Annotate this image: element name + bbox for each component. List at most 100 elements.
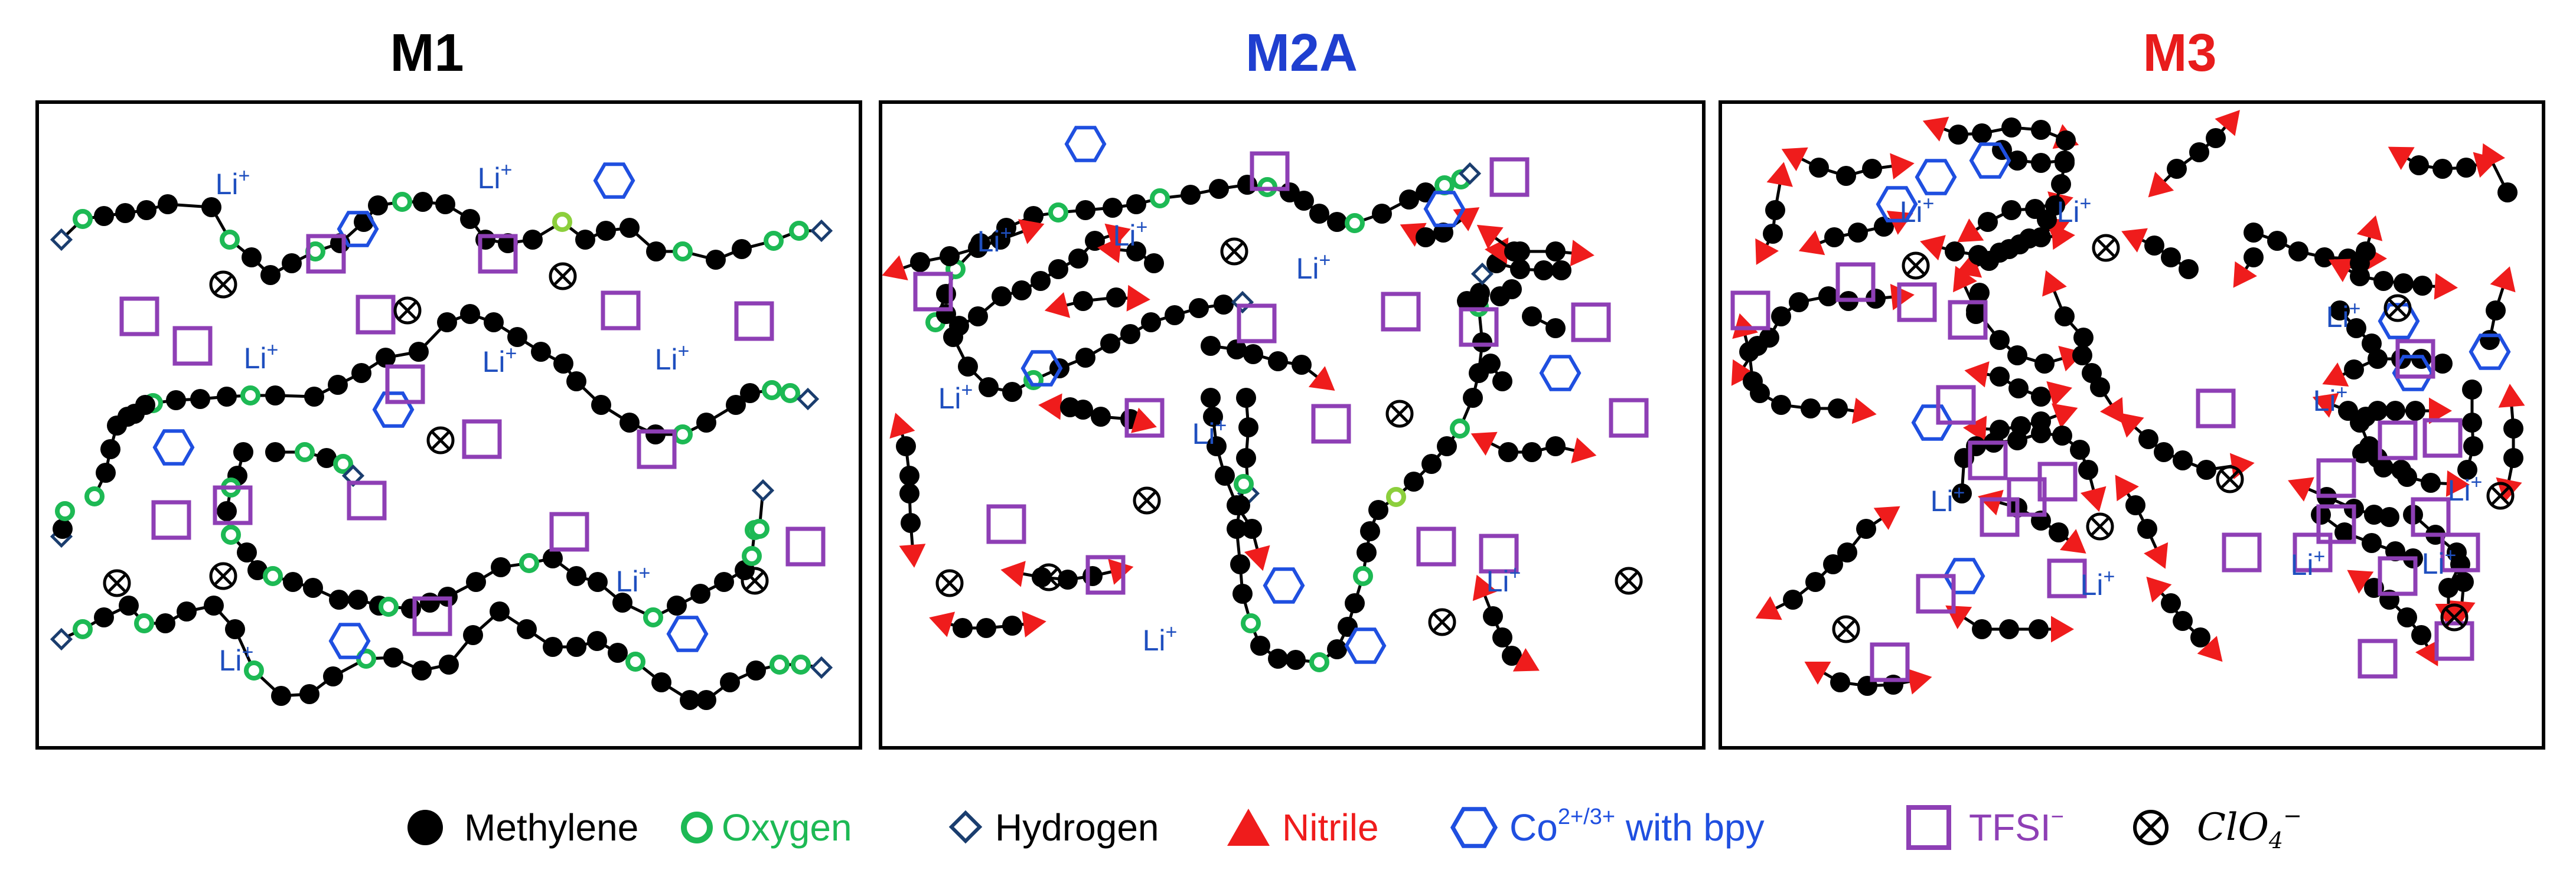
methylene-bead (940, 246, 960, 266)
nitrile-icon (2388, 146, 2415, 170)
nitrile-icon (2042, 270, 2067, 297)
methylene-bead (2055, 153, 2075, 173)
methylene-bead (2073, 328, 2094, 348)
methylene-bead (667, 596, 687, 616)
polymer-chain (2115, 475, 2169, 569)
oxygen-bead (379, 597, 399, 617)
li-ion-label: Li+ (219, 641, 254, 677)
nitrile-icon (1472, 574, 1498, 601)
perchlorate-icon (1832, 615, 1860, 643)
methylene-bead (1492, 627, 1512, 647)
nitrile-icon (1000, 561, 1026, 587)
methylene-bead (645, 424, 666, 444)
methylene-bead (283, 572, 303, 592)
methylene-bead (968, 306, 988, 326)
methylene-bead (2190, 627, 2210, 647)
methylene-bead (901, 513, 921, 533)
hydrogen-icon (50, 627, 73, 651)
perchlorate-cross (2388, 299, 2407, 318)
perchlorate-icon (1035, 563, 1063, 591)
cobalt-complex-icon (152, 429, 195, 466)
methylene-bead (543, 637, 563, 657)
methylene-bead (1862, 159, 1882, 179)
methylene-bead (2486, 300, 2506, 321)
methylene-bead (1492, 371, 1512, 391)
perchlorate-cross (2491, 486, 2510, 505)
methylene-bead (1545, 318, 1566, 338)
perchlorate-cross (553, 267, 572, 286)
methylene-bead (1227, 519, 1247, 539)
methylene-bead (899, 483, 919, 503)
li-ion-label: Li+ (938, 379, 973, 415)
nitrile-icon (1798, 230, 1825, 256)
methylene-bead (1483, 606, 1503, 626)
perchlorate-cross (1225, 242, 1244, 261)
methylene-bead (1227, 339, 1247, 359)
tfsi-icon (1916, 574, 1956, 614)
oxygen-bead (1150, 188, 1170, 208)
methylene-bead (1502, 646, 1522, 666)
cobalt-complex-icon (593, 162, 635, 199)
tfsi-icon (1730, 290, 1770, 331)
methylene-bead (1416, 227, 1436, 247)
perchlorate-cross (1906, 256, 1925, 275)
legend-nitrile-icon (1227, 809, 1270, 846)
methylene-bead (2373, 271, 2394, 291)
nitrile-icon (2146, 576, 2172, 603)
methylene-bead (1189, 298, 1209, 318)
li-ion-label: Li+ (1192, 414, 1227, 450)
hydrogen-icon (810, 219, 833, 243)
li-ion-label: Li+ (1113, 216, 1148, 252)
methylene-bead (726, 395, 746, 415)
oxygen-bead (1234, 474, 1254, 494)
oxygen-bead (643, 607, 663, 627)
methylene-bead (899, 466, 919, 486)
methylene-bead (1243, 344, 1263, 364)
methylene-bead (1759, 328, 1779, 348)
li-ion-label: Li+ (655, 340, 690, 376)
methylene-bead (1999, 619, 2019, 639)
methylene-bead (1498, 442, 1518, 462)
methylene-bead (1952, 483, 1972, 503)
polymer-chain (936, 223, 1131, 336)
methylene-bead (2411, 625, 2431, 645)
nitrile-icon (1920, 235, 1946, 261)
methylene-bead (2244, 247, 2264, 267)
tfsi-icon (347, 480, 387, 521)
polymer-chain (2121, 228, 2199, 279)
tfsi-icon (1936, 385, 1976, 425)
methylene-bead (896, 436, 916, 456)
methylene-bead (1545, 436, 1566, 456)
perchlorate-cross (1619, 571, 1638, 590)
li-ion-label: Li+ (216, 165, 250, 201)
methylene-bead (619, 413, 640, 433)
tfsi-icon (2037, 462, 2078, 502)
methylene-bead (303, 578, 323, 598)
oxygen-bead (392, 192, 412, 212)
methylene-bead (2462, 413, 2482, 433)
polymer-chain (1731, 283, 1915, 386)
tfsi-icon (412, 596, 452, 636)
methylene-bead (1232, 584, 1253, 604)
tfsi-icon (2378, 420, 2418, 460)
methylene-bead (225, 619, 245, 639)
tfsi-icon (478, 234, 518, 274)
methylene-bead (2330, 300, 2350, 321)
methylene-bead (1309, 204, 1329, 224)
cobalt-complex-icon (1876, 186, 1918, 223)
nitrile-icon (1890, 283, 1915, 310)
methylene-bead (383, 647, 403, 668)
methylene-bead (1469, 289, 1489, 309)
methylene-bead (2368, 448, 2388, 468)
perchlorate-cross (2220, 470, 2239, 489)
methylene-bead (1368, 500, 1388, 520)
methylene-bead (1082, 566, 1103, 586)
nitrile-icon (2434, 273, 2458, 300)
nitrile-icon (1873, 506, 1900, 530)
perchlorate-icon (2383, 294, 2412, 322)
methylene-bead (1472, 332, 1492, 352)
methylene-bead (2432, 159, 2453, 179)
nitrile-icon (1922, 116, 1949, 142)
legend-label-tfsi: TFSI− (1969, 798, 2064, 857)
methylene-bead (265, 442, 285, 462)
